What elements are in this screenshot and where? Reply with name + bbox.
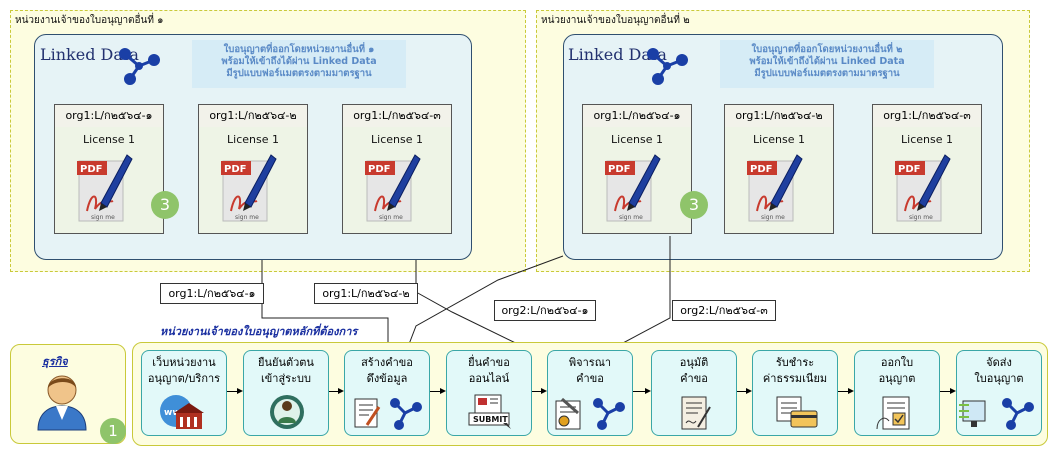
flow-arrow (329, 388, 344, 394)
flow-arrow (227, 388, 243, 394)
svg-text:PDF: PDF (898, 164, 920, 175)
flow-arrow (940, 388, 956, 394)
issue-license-icon (876, 396, 910, 430)
agency-1-linked-data-title: Linked Data (40, 45, 139, 64)
payment-icon (776, 396, 818, 428)
main-agency-title: หน่วยงานเจ้าของใบอนุญาตหลักที่ต้องการ (160, 325, 358, 338)
flow-arrow (633, 388, 651, 394)
link-label: org2:L/ก๒๕๖๔-๓ (672, 300, 776, 321)
license-name: License 1 (753, 133, 805, 146)
license-name: License 1 (83, 133, 135, 146)
svg-text:sign me: sign me (909, 214, 933, 221)
flow-arrow (838, 388, 854, 394)
agency-1-note: ใบอนุญาตที่ออกโดยหน่วยงานอื่นที่ ๑ พร้อม… (192, 40, 406, 88)
pdf-sign-icon: PDF sign me (605, 154, 661, 222)
review-linked-data-icon (555, 397, 625, 430)
svg-text:sign me: sign me (91, 214, 115, 221)
svg-text:sign me: sign me (761, 214, 785, 221)
person-verify-icon (270, 395, 304, 429)
step-payment[interactable]: รับชำระค่าธรรมเนียม (752, 350, 838, 436)
license-name: License 1 (611, 133, 663, 146)
pdf-sign-icon: PDF sign me (747, 154, 803, 222)
step-submit-online[interactable]: ยื่นคำขอออนไลน์ SUBMIT (446, 350, 532, 436)
license-name: License 1 (371, 133, 423, 146)
license-name: License 1 (227, 133, 279, 146)
agency-2-linked-data-title: Linked Data (568, 45, 667, 64)
svg-text:sign me: sign me (379, 214, 403, 221)
license-card[interactable]: org1:L/ก๒๕๖๔-๓ License 1 PDF sign me (872, 104, 982, 234)
step-approve[interactable]: อนุมัติคำขอ (651, 350, 737, 436)
agency-2-title: หน่วยงานเจ้าของใบอนุญาตอื่นที่ ๒ (541, 15, 690, 26)
step-deliver-license[interactable]: จัดส่งใบอนุญาต (956, 350, 1042, 436)
form-linked-data-icon (354, 398, 422, 430)
link-label: org1:L/ก๒๕๖๔-๒ (314, 283, 418, 304)
linked-data-icon (119, 48, 160, 85)
business-label: ธุรกิจ (42, 355, 68, 368)
step-review[interactable]: พิจารณาคำขอ (547, 350, 633, 436)
svg-text:PDF: PDF (224, 164, 246, 175)
business-person-icon (37, 375, 87, 431)
pdf-sign-icon: PDF sign me (895, 154, 951, 222)
svg-text:sign me: sign me (235, 214, 259, 221)
svg-text:SUBMIT: SUBMIT (473, 415, 508, 424)
pdf-sign-icon: PDF sign me (221, 154, 277, 222)
step-1-badge: 1 (100, 418, 126, 444)
step-3-badge: 3 (151, 191, 179, 219)
license-card[interactable]: org1:L/ก๒๕๖๔-๑ License 1 PDF sign me (582, 104, 692, 234)
agency-1-title: หน่วยงานเจ้าของใบอนุญาตอื่นที่ ๑ (15, 15, 164, 26)
linked-data-icon (647, 48, 688, 85)
flow-arrow (430, 388, 446, 394)
www-building-icon: www (160, 395, 204, 429)
svg-text:sign me: sign me (619, 214, 643, 221)
svg-text:PDF: PDF (608, 164, 630, 175)
approve-document-icon (681, 396, 711, 430)
svg-text:PDF: PDF (80, 164, 102, 175)
submit-icon: SUBMIT (468, 394, 511, 429)
pdf-sign-icon: PDF sign me (365, 154, 421, 222)
flow-arrow (737, 388, 752, 394)
step-identity-verify[interactable]: ยืนยันตัวตนเข้าสู่ระบบ (243, 350, 329, 436)
agency-2-note: ใบอนุญาตที่ออกโดยหน่วยงานอื่นที่ ๒ พร้อม… (720, 40, 934, 88)
deliver-linked-data-icon (959, 398, 1034, 430)
step-create-request[interactable]: สร้างคำขอดึงข้อมูล (344, 350, 430, 436)
svg-text:PDF: PDF (750, 164, 772, 175)
license-name: License 1 (901, 133, 953, 146)
license-id: org1:L/ก๒๕๖๔-๓ (873, 105, 981, 128)
svg-text:PDF: PDF (368, 164, 390, 175)
step-issue-license[interactable]: ออกใบอนุญาต (854, 350, 940, 436)
link-label: org2:L/ก๒๕๖๔-๑ (494, 300, 596, 321)
link-label: org1:L/ก๒๕๖๔-๑ (160, 283, 264, 304)
license-id: org1:L/ก๒๕๖๔-๑ (583, 105, 691, 128)
step-3-badge: 3 (680, 191, 708, 219)
flow-arrow (532, 388, 547, 394)
pdf-sign-icon: PDF sign me (77, 154, 133, 222)
